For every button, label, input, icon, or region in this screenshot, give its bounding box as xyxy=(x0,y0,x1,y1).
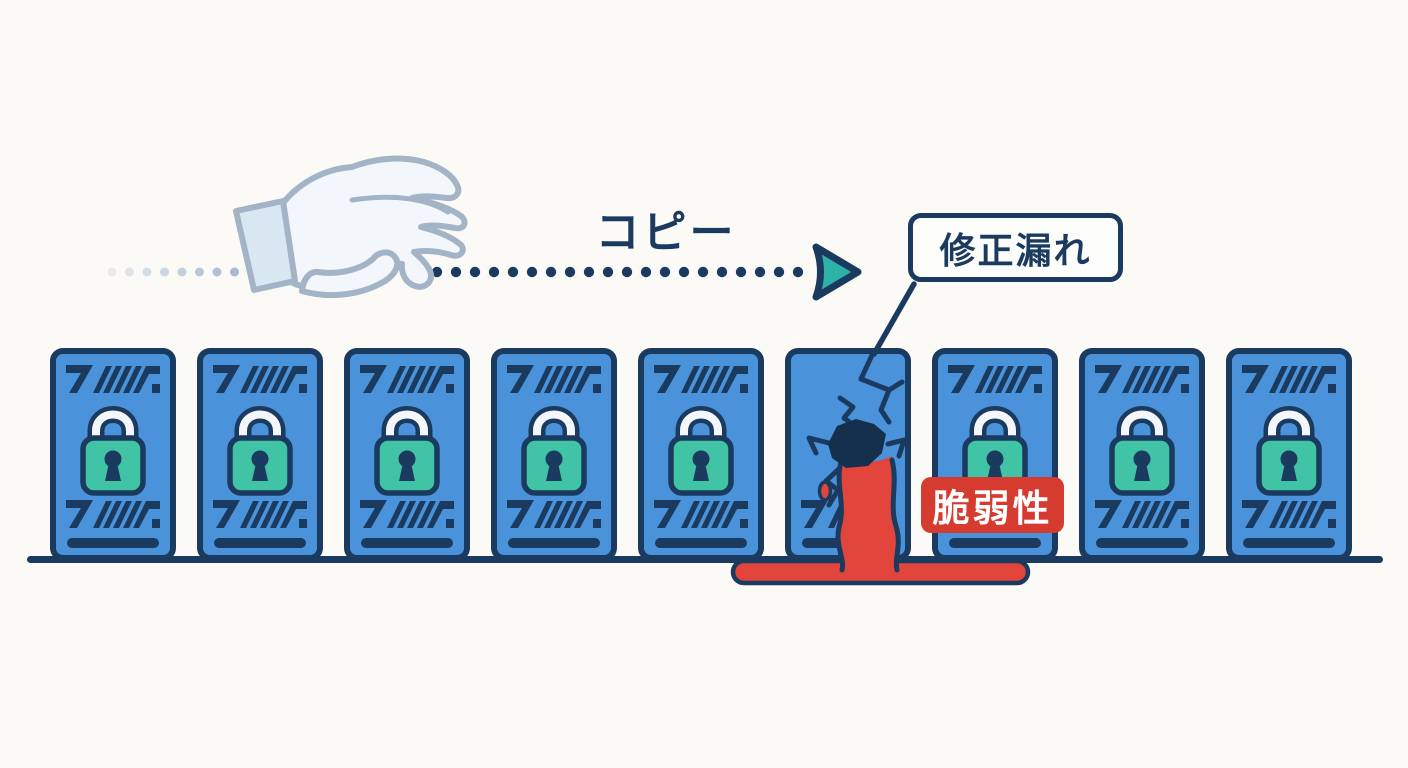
trail-dot xyxy=(621,266,633,278)
hand-cuff xyxy=(233,198,298,293)
trail-dot xyxy=(735,266,747,278)
trail-dot xyxy=(716,266,728,278)
trail-dot xyxy=(640,266,652,278)
server-locked xyxy=(641,351,761,558)
trail-dot xyxy=(792,266,804,278)
copy-trail xyxy=(412,266,804,278)
trail-dot xyxy=(431,266,443,278)
trail-dot xyxy=(212,267,222,277)
server-locked xyxy=(53,351,173,558)
server-row xyxy=(53,351,1349,558)
trail-dot xyxy=(678,266,690,278)
vulnerability-badge: 脆弱性 xyxy=(921,477,1064,533)
trail-dot xyxy=(564,266,576,278)
trail-dot xyxy=(160,267,169,277)
callout-missed-fix-text: 修正漏れ xyxy=(939,230,1092,272)
trail-dot xyxy=(754,266,766,278)
server-locked xyxy=(1229,351,1349,558)
trail-dot xyxy=(125,267,134,277)
trail-dot xyxy=(107,267,117,277)
server-locked xyxy=(1082,351,1202,558)
vulnerability-badge-text: 脆弱性 xyxy=(932,487,1053,530)
copy-label: コピー xyxy=(595,207,737,258)
trail-dot xyxy=(488,266,500,278)
hand-picking xyxy=(233,155,468,299)
server-locked xyxy=(494,351,614,558)
trail-dot xyxy=(142,267,152,277)
trail-dot xyxy=(507,266,519,278)
trail-dot xyxy=(177,267,187,277)
trail-dot xyxy=(602,266,614,278)
trail-dot xyxy=(195,267,204,277)
trail-dot xyxy=(230,267,239,277)
trail-dot xyxy=(773,266,785,278)
trail-dot xyxy=(545,266,557,278)
trail-dot xyxy=(450,266,462,278)
copy-arrowhead xyxy=(812,243,862,301)
leak-stream xyxy=(817,419,901,578)
trail-dot xyxy=(659,266,671,278)
callout-missed-fix: 修正漏れ xyxy=(908,213,1123,282)
trail-dot xyxy=(469,266,481,278)
server-locked xyxy=(347,351,467,558)
copy-trail-faded xyxy=(107,267,257,277)
hand-thumb xyxy=(299,249,401,299)
server-locked xyxy=(200,351,320,558)
trail-dot xyxy=(697,266,709,278)
breach-hole xyxy=(828,419,886,468)
callout-tail-line xyxy=(871,281,917,357)
trail-dot xyxy=(526,266,538,278)
hand-knuckle-line xyxy=(349,194,451,215)
trail-dot xyxy=(583,266,595,278)
leak-drip xyxy=(817,480,833,502)
